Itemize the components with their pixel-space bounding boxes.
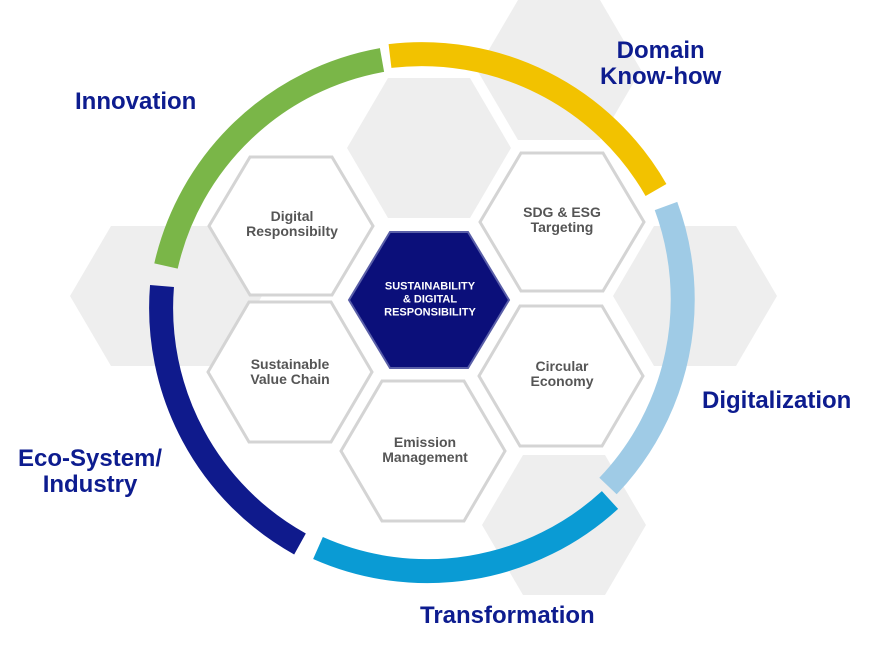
ring-segment-domain-know-how: [388, 42, 667, 196]
ring-segment-eco-system-industry: [149, 285, 306, 555]
hex-circular-economy: [477, 304, 645, 448]
hex-label-digital-responsibility: Digital Responsibilty: [246, 208, 338, 239]
ring-segment-transformation: [313, 491, 619, 584]
hex-digital-responsibility: [207, 155, 375, 297]
background-hexagon: [477, 0, 641, 140]
label-transformation: Transformation: [420, 602, 595, 629]
hex-sustainable-value-chain: [206, 300, 374, 444]
label-digitalization: Digitalization: [702, 387, 852, 414]
label-innovation: Innovation: [75, 88, 197, 115]
background-hexagon: [347, 78, 511, 218]
hex-label-sdg-esg-targeting: SDG & ESG Targeting: [523, 204, 601, 235]
hex-label-emission-management: Emission Management: [382, 434, 468, 465]
hex-center: [347, 231, 511, 369]
ring-segment-digitalization: [599, 201, 695, 495]
outer-ring: [149, 42, 695, 584]
hex-label-sustainable-value-chain: Sustainable Value Chain: [250, 356, 330, 387]
hex-sdg-esg-targeting: [478, 151, 646, 293]
background-hexagon: [613, 226, 777, 366]
hex-emission-management: [339, 379, 507, 523]
ring-segment-innovation: [154, 48, 385, 269]
hex-label-circular-economy: Circular Economy: [530, 358, 594, 389]
label-eco-system-industry: Eco-System/ Industry: [18, 445, 163, 498]
hex-label-center: SUSTAINABILITY & DIGITAL RESPONSIBILITY: [384, 280, 476, 319]
label-domain-know-how: Domain Know-how: [600, 37, 722, 90]
